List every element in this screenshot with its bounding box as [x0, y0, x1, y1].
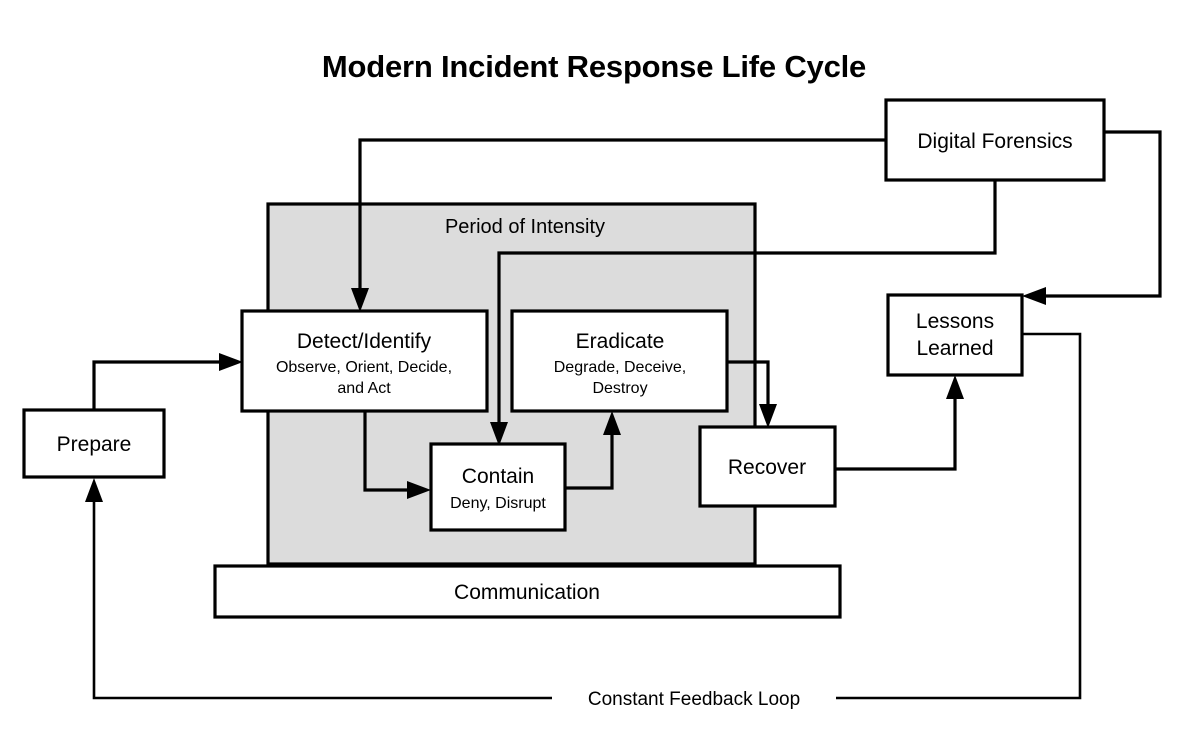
prepare-label: Prepare — [57, 433, 132, 456]
arrowhead-icon — [759, 404, 777, 428]
node-communication[interactable]: Communication — [213, 564, 842, 619]
edge-digital-forensics-to-contain — [490, 180, 997, 446]
detect-identify-label: Detect/Identify — [297, 330, 432, 353]
arrowhead-icon — [603, 411, 621, 435]
prepare-box[interactable] — [22, 408, 166, 479]
edge-detect-to-contain — [363, 411, 431, 499]
communication-label: Communication — [454, 581, 600, 604]
edge-prepare-to-detect — [92, 353, 243, 410]
eradicate-label: Eradicate — [576, 330, 665, 353]
edge-feedback-loop: Constant Feedback Loop — [85, 332, 1082, 710]
edge-digital-forensics-to-lessons — [1022, 130, 1162, 305]
digital-forensics-label: Digital Forensics — [917, 130, 1072, 153]
node-contain[interactable]: Contain Deny, Disrupt — [429, 442, 567, 532]
detect-identify-sub-line1: Observe, Orient, Decide, — [276, 359, 452, 376]
digital-forensics-box[interactable] — [884, 98, 1106, 182]
page-title: Modern Incident Response Life Cycle — [322, 49, 866, 84]
arrowhead-icon — [490, 422, 508, 446]
arrowhead-icon — [85, 478, 103, 502]
edge-eradicate-to-recover — [727, 360, 777, 428]
feedback-loop-label: Constant Feedback Loop — [588, 689, 800, 710]
contain-label: Contain — [462, 465, 534, 488]
contain-box[interactable] — [429, 442, 567, 532]
node-detect-identify[interactable]: Detect/Identify Observe, Orient, Decide,… — [240, 309, 489, 413]
lessons-learned-label-line2: Learned — [916, 337, 993, 360]
period-of-intensity-label: Period of Intensity — [445, 216, 605, 238]
arrowhead-icon — [946, 375, 964, 399]
node-digital-forensics[interactable]: Digital Forensics — [884, 98, 1106, 182]
arrowhead-icon — [219, 353, 243, 371]
detect-identify-sub-line2: and Act — [337, 380, 391, 397]
recover-box[interactable] — [698, 425, 837, 508]
communication-box[interactable] — [213, 564, 842, 619]
lessons-learned-label-line1: Lessons — [916, 310, 994, 333]
node-eradicate[interactable]: Eradicate Degrade, Deceive, Destroy — [510, 309, 729, 413]
eradicate-sub-line1: Degrade, Deceive, — [554, 359, 687, 376]
arrowhead-icon — [407, 481, 431, 499]
node-lessons-learned[interactable]: Lessons Learned — [886, 293, 1024, 377]
edge-recover-to-lessons — [835, 375, 964, 471]
eradicate-box[interactable] — [510, 309, 729, 413]
arrowhead-icon — [351, 288, 369, 312]
contain-sub-line1: Deny, Disrupt — [450, 495, 546, 512]
node-recover[interactable]: Recover — [698, 425, 837, 508]
eradicate-sub-line2: Destroy — [592, 380, 647, 397]
edge-digital-forensics-to-detect — [351, 138, 886, 312]
node-prepare[interactable]: Prepare — [22, 408, 166, 479]
edge-contain-to-eradicate — [565, 411, 621, 490]
lessons-learned-box[interactable] — [886, 293, 1024, 377]
recover-label: Recover — [728, 456, 806, 479]
arrowhead-icon — [1022, 287, 1046, 305]
detect-identify-box[interactable] — [240, 309, 489, 413]
